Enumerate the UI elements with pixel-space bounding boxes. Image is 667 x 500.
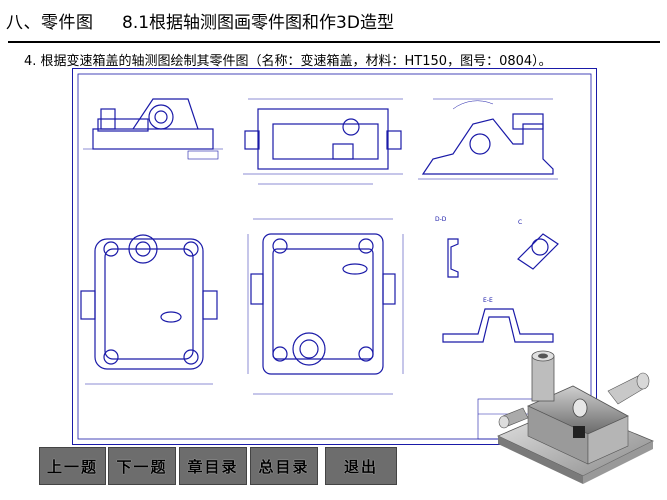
- all-label: 总目录: [258, 457, 310, 476]
- section-e-e: [442, 308, 554, 343]
- section-subtitle: 8.1根据轴测图画零件图和作3D造型: [122, 13, 394, 33]
- front-view: [83, 98, 223, 160]
- isometric-model-illustration: [488, 346, 660, 488]
- label-e-e: E-E: [483, 297, 493, 304]
- side-view: [418, 98, 558, 180]
- chapter-index-button[interactable]: 章目录: [179, 447, 247, 485]
- exit-button[interactable]: 退出: [325, 447, 397, 485]
- view-c: [517, 233, 559, 270]
- label-d-d: D-D: [435, 216, 447, 223]
- slide-header: 八、零件图 8.1根据轴测图画零件图和作3D造型: [0, 0, 667, 44]
- prev-question-button[interactable]: 上一题: [39, 447, 106, 485]
- next-question-button[interactable]: 下一题: [108, 447, 176, 485]
- plan-view: [247, 218, 404, 395]
- task-statement: 4. 根据变速箱盖的轴测图绘制其零件图（名称：变速箱盖，材料：HT150，图号：…: [24, 54, 552, 69]
- section-d-d: [447, 238, 459, 278]
- header-divider: [8, 41, 660, 43]
- next-label: 下一题: [116, 457, 168, 476]
- drawing-canvas: D-D E-E C: [77, 73, 592, 440]
- bottom-view: [80, 234, 218, 385]
- label-c: C: [518, 219, 522, 226]
- section-title: 八、零件图: [6, 13, 94, 33]
- chapter-label: 章目录: [187, 457, 239, 476]
- prev-label: 上一题: [46, 457, 98, 476]
- exit-label: 退出: [343, 457, 378, 476]
- engineering-drawing: D-D E-E C: [72, 68, 597, 445]
- top-view: [243, 98, 403, 185]
- main-index-button[interactable]: 总目录: [250, 447, 318, 485]
